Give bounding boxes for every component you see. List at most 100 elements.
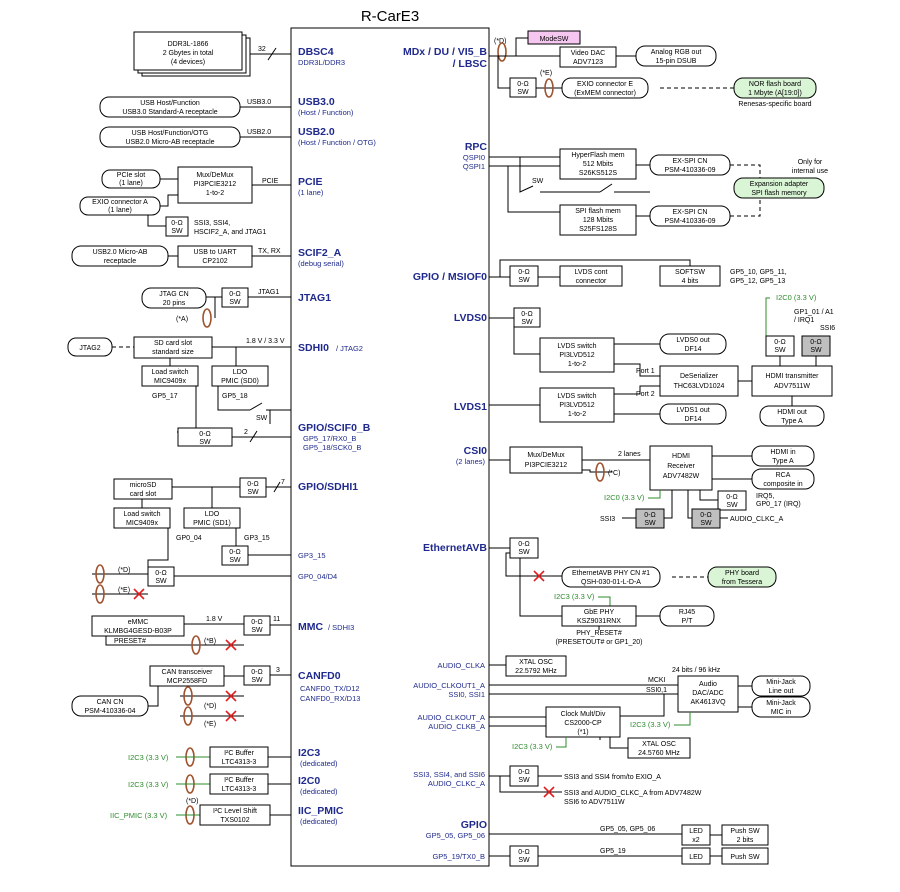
hdmiout-l2: Type A — [781, 418, 803, 425]
pcie-label: PCIE — [262, 178, 279, 185]
ssi-adv2: SSI6 to ADV7511W — [564, 799, 625, 806]
phyreset-l1: PHY_RESET# — [576, 630, 622, 637]
push-sw-2[interactable] — [721, 847, 769, 865]
ssi346-2: AUDIO_CLKC_A — [428, 779, 485, 788]
ring-d2 — [183, 686, 193, 706]
push-sw-1[interactable] — [721, 824, 769, 846]
preset-line — [105, 636, 244, 646]
ddr-line2: 2 Gbytes in total — [163, 50, 214, 57]
iicpmic-left-label: IIC_PMIC (3.3 V) — [110, 811, 168, 820]
bus-lvds0: LVDS0 — [454, 312, 487, 324]
ssi-adv-line — [499, 776, 562, 793]
bus-scif0-sub1: GP5_17/RX0_B — [303, 434, 356, 443]
gp519-sw-l1: 0-Ω — [518, 849, 529, 856]
lvds-switch-1 — [539, 387, 615, 423]
mmc-sw-l1: 0-Ω — [251, 619, 262, 626]
hyper-l2: 512 Mbits — [583, 161, 614, 168]
can-sw-l2: SW — [251, 677, 263, 684]
msiof-sw-l1: 0-Ω — [518, 269, 529, 276]
i2cbuf1-l1: I²C Buffer — [224, 750, 254, 757]
bus-scif2-sub: (debug serial) — [298, 259, 344, 268]
ssi6-label: SSI6 — [820, 325, 835, 332]
audio-ssi01: SSI0, SSI1 — [448, 690, 485, 699]
lvds-switch-0 — [539, 337, 615, 373]
internal-l1: Only for — [798, 159, 823, 166]
mj1-l2: Line out — [769, 688, 794, 695]
emmc-box — [91, 615, 185, 637]
hdmitx-i2c-line — [765, 297, 770, 336]
msiof-sw — [509, 265, 539, 287]
bus-canfd0-sub2: CANFD0_RX/D13 — [300, 694, 360, 703]
exp-l1: Expansion adapter — [750, 181, 809, 188]
bus-dbsc4-sub: DDR3L/DDR3 — [298, 58, 345, 67]
jtag-sw-l1: 0-Ω — [229, 291, 240, 298]
i2cbuf2-l1: I²C Buffer — [224, 777, 254, 784]
gp004-line — [147, 528, 169, 570]
i2clevel-l2: TXS0102 — [220, 817, 249, 824]
x-eth2 — [533, 570, 545, 582]
xtal2-l2: 24.5760 MHz — [638, 750, 680, 757]
w2: 2 — [244, 429, 248, 436]
x-e2b — [225, 710, 237, 722]
hdmitx-sw1-l2: SW — [774, 347, 786, 354]
preset-label: PRESET# — [114, 638, 146, 645]
audio-clkout1: AUDIO_CLKOUT1_A — [413, 681, 485, 690]
mark-d4: (*D) — [494, 38, 506, 45]
clock-mult — [545, 706, 621, 738]
expansion-adapter — [733, 177, 825, 199]
loadsw0-l1: Load switch — [152, 369, 189, 376]
hdmirx-i2c: I2C0 (3.3 V) — [604, 493, 645, 502]
bus-rpc: RPC — [465, 141, 488, 153]
x-mark-e1b — [133, 588, 145, 600]
rpc-sw-label: SW — [532, 178, 544, 185]
ring-b — [191, 635, 201, 655]
bus-mdx2: / LBSC — [453, 58, 488, 70]
bus-jtag1: JTAG1 — [298, 292, 331, 304]
exioa-line2: (1 lane) — [108, 207, 132, 214]
bus-iicpmic: IIC_PMIC — [298, 805, 344, 817]
clkc-sw-l2: SW — [700, 520, 712, 527]
exio-e-tap — [497, 56, 510, 89]
ssi-from: SSI3 and SSI4 from/to EXIO_A — [564, 774, 661, 781]
video-dac — [559, 46, 617, 68]
bus-sdhi0: SDHI0 — [298, 342, 329, 354]
rj45-l2: P/T — [682, 618, 694, 625]
hdmitx-sw1-l1: 0-Ω — [774, 339, 785, 346]
softsw[interactable] — [659, 265, 721, 287]
modesw-line — [489, 37, 528, 57]
soc-title: R-CarE3 — [361, 8, 419, 25]
eavb-sw-l2: SW — [518, 549, 530, 556]
eavb-sw — [509, 537, 539, 559]
ethcn-line — [505, 552, 562, 577]
exioe-l2: (ExMEM connector) — [574, 90, 636, 97]
gp315-sw-l2: SW — [229, 557, 241, 564]
audio-clkout-a: AUDIO_CLKOUT_A — [417, 713, 485, 722]
loadsw1-l1: Load switch — [124, 511, 161, 518]
xtal-osc-1 — [505, 655, 567, 677]
mark-c: (*C) — [608, 470, 620, 477]
irq5-l2: GP0_17 (IRQ) — [756, 501, 801, 508]
bus-pcie: PCIE — [298, 176, 323, 188]
x-mark-b2 — [225, 639, 237, 651]
pcie-mux — [177, 166, 253, 204]
i2c3-left-label: I2C3 (3.3 V) — [128, 753, 169, 762]
mj1-l1: Mini-Jack — [766, 679, 796, 686]
hdmi-out — [759, 405, 825, 427]
mark-d2: (*D) — [204, 703, 216, 710]
jtag-sw-l2: SW — [229, 299, 241, 306]
bus-scif2: SCIF2_A — [298, 247, 342, 259]
pcie-sw-line — [147, 215, 166, 227]
analog-rgb — [635, 45, 717, 67]
microsd-slot — [113, 478, 173, 500]
mark-e3: (*E) — [540, 70, 552, 77]
ring-d1 — [95, 564, 105, 584]
port1: Port 1 — [636, 368, 655, 375]
bus-rpc-qspi1: QSPI1 — [463, 162, 485, 171]
lvdscont-l2: connector — [576, 278, 607, 285]
softsw-line — [499, 259, 691, 277]
scif0-tick — [249, 430, 258, 443]
pciemux-line1: Mux/DeMux — [196, 172, 234, 179]
hdmirx-l2: Receiver — [667, 463, 695, 470]
hdmirx-sw1-l2: SW — [726, 502, 738, 509]
